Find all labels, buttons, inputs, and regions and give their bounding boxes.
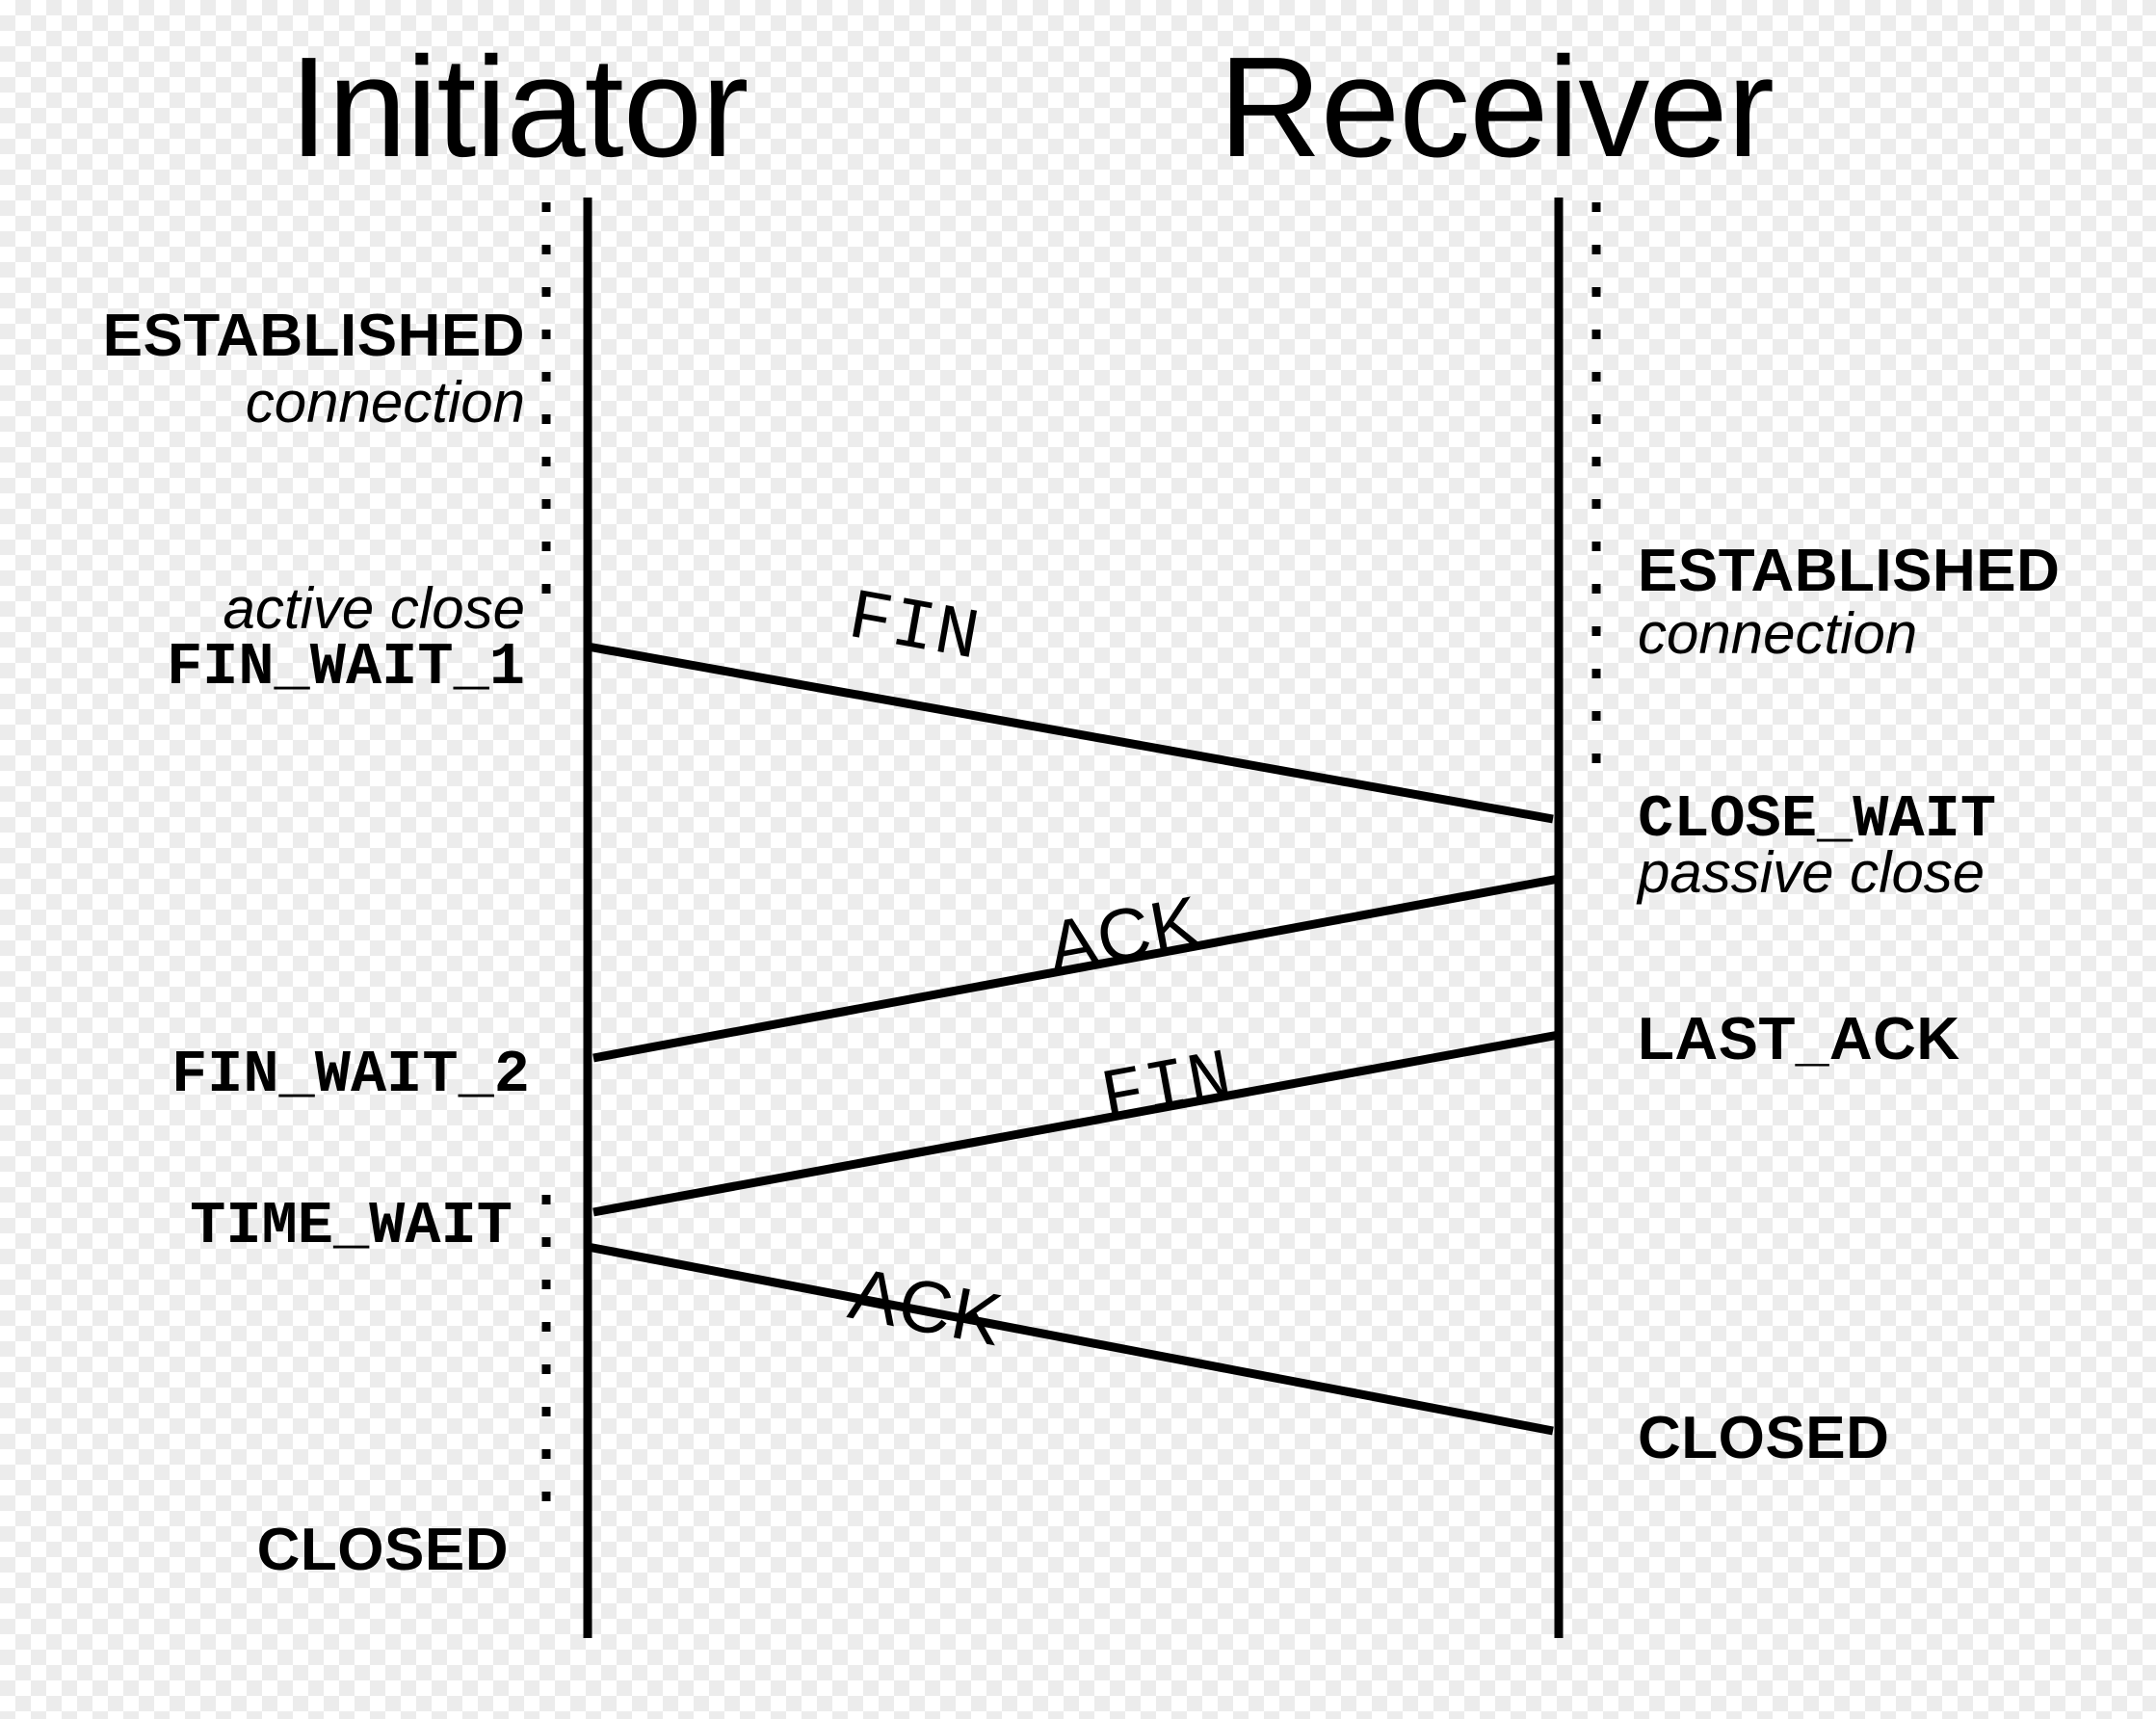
message-arrow-ack-2 [587, 1242, 1554, 1436]
initiator-state-established: ESTABLISHED [102, 303, 525, 369]
message-arrow-fin-1 [587, 642, 1554, 824]
initiator-state-time-wait: TIME_WAIT [190, 1192, 513, 1260]
receiver-note-connection: connection [1638, 601, 1918, 666]
receiver-note-passive-close: passive close [1638, 840, 1985, 905]
receiver-state-closed: CLOSED [1638, 1405, 1890, 1471]
receiver-state-established: ESTABLISHED [1638, 538, 2061, 604]
initiator-state-fin-wait-1: FIN_WAIT_1 [166, 633, 525, 701]
message-arrow-ack-1 [592, 874, 1560, 1063]
message-arrow-fin-2 [592, 1030, 1560, 1217]
actor-heading-receiver: Receiver [1219, 28, 1775, 187]
receiver-state-close-wait: CLOSE_WAIT [1638, 785, 1997, 854]
receiver-state-last-ack: LAST_ACK [1638, 1006, 1960, 1072]
initiator-state-closed: CLOSED [256, 1517, 509, 1583]
initiator-note-active-close: active close [223, 576, 525, 641]
initiator-state-fin-wait-2: FIN_WAIT_2 [171, 1041, 530, 1109]
actor-heading-initiator: Initiator [289, 28, 749, 187]
initiator-note-connection: connection [245, 370, 525, 435]
